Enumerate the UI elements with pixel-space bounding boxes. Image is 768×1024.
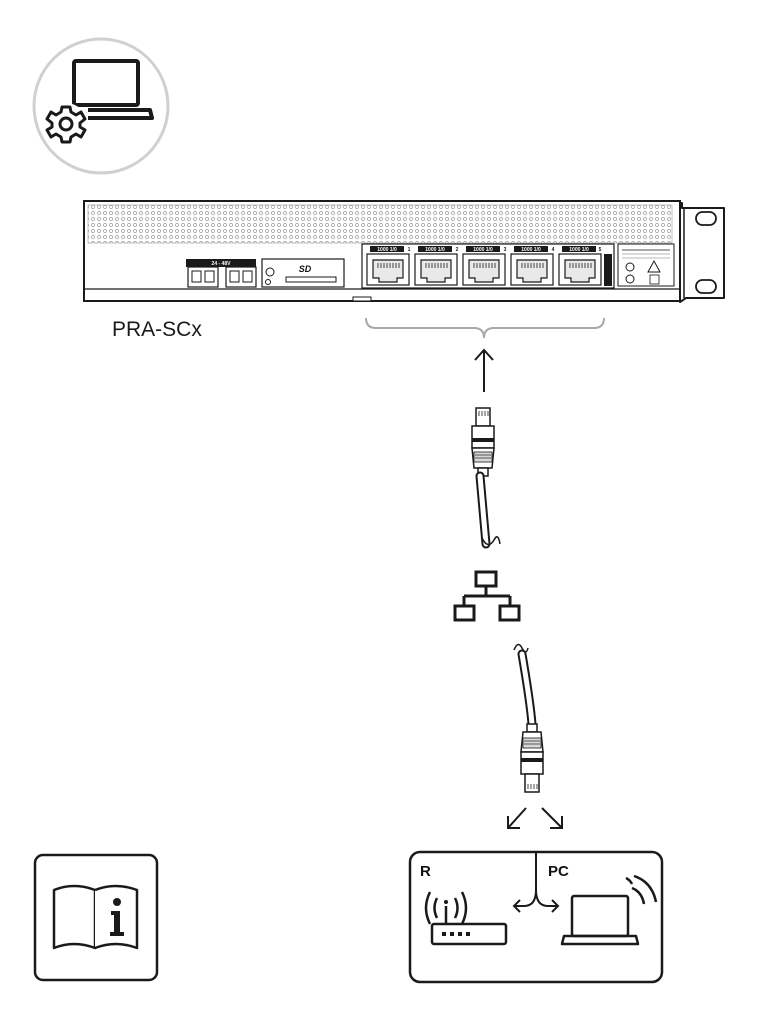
- split-arrows-icon: [507, 807, 563, 829]
- sd-logo: SD: [299, 264, 312, 274]
- port-tag: 1000 1/0: [377, 247, 397, 253]
- vent-grille: [87, 204, 673, 244]
- power-terminals: 24 - 48V: [186, 259, 257, 288]
- port-number: 5: [599, 247, 602, 253]
- ethernet-port-5: 1000 1/0 5: [558, 246, 602, 286]
- power-voltage-label: 24 - 48V: [212, 261, 232, 267]
- port-tag: 1000 1/0: [569, 247, 589, 253]
- port-number: 2: [456, 247, 459, 253]
- port-bracket: [365, 317, 605, 339]
- status-led: [265, 267, 275, 277]
- port-number: 1: [408, 247, 411, 253]
- reset-button: [265, 279, 271, 285]
- router-label: R: [420, 863, 431, 880]
- ethernet-cable-upper: [471, 407, 501, 549]
- ethernet-port-3: 1000 1/0 3: [462, 246, 507, 286]
- warning-triangle-icon: [647, 259, 661, 273]
- endpoint-panel: R PC: [408, 850, 664, 984]
- port-number: 3: [504, 247, 507, 253]
- ground-screw-icon: [625, 262, 635, 272]
- device-label: PRA-SCx: [112, 318, 202, 341]
- ethernet-ports: 1000 1/0 1 1000 1/0 2 1000 1/0 3 1000 1/…: [361, 243, 615, 289]
- bidirectional-arrow-icon: [512, 852, 560, 913]
- ethernet-port-2: 1000 1/0 2: [414, 246, 459, 286]
- port-tag: 1000 1/0: [521, 247, 541, 253]
- up-arrow-icon: [474, 348, 494, 392]
- rack-hole-top: [695, 211, 717, 226]
- laptop-settings-icon: [32, 37, 170, 175]
- ethernet-cable-lower: [513, 643, 544, 793]
- manual-info-icon: [33, 853, 159, 982]
- ethernet-port-1: 1000 1/0 1: [366, 246, 411, 286]
- port-tag: 1000 1/0: [425, 247, 445, 253]
- pc-label: PC: [548, 863, 569, 880]
- rack-ear: [679, 202, 725, 303]
- sd-card-slot: SD: [261, 258, 345, 288]
- wifi-router-icon: [424, 891, 508, 946]
- port-tag: 1000 1/0: [473, 247, 493, 253]
- port-number: 4: [552, 247, 555, 253]
- ethernet-port-4: 1000 1/0 4: [510, 246, 555, 286]
- wifi-laptop-icon: [560, 874, 658, 946]
- router-status-leds: [442, 932, 470, 936]
- network-icon: [453, 570, 521, 622]
- rating-label: [617, 243, 675, 287]
- rack-hole-bottom: [695, 279, 717, 294]
